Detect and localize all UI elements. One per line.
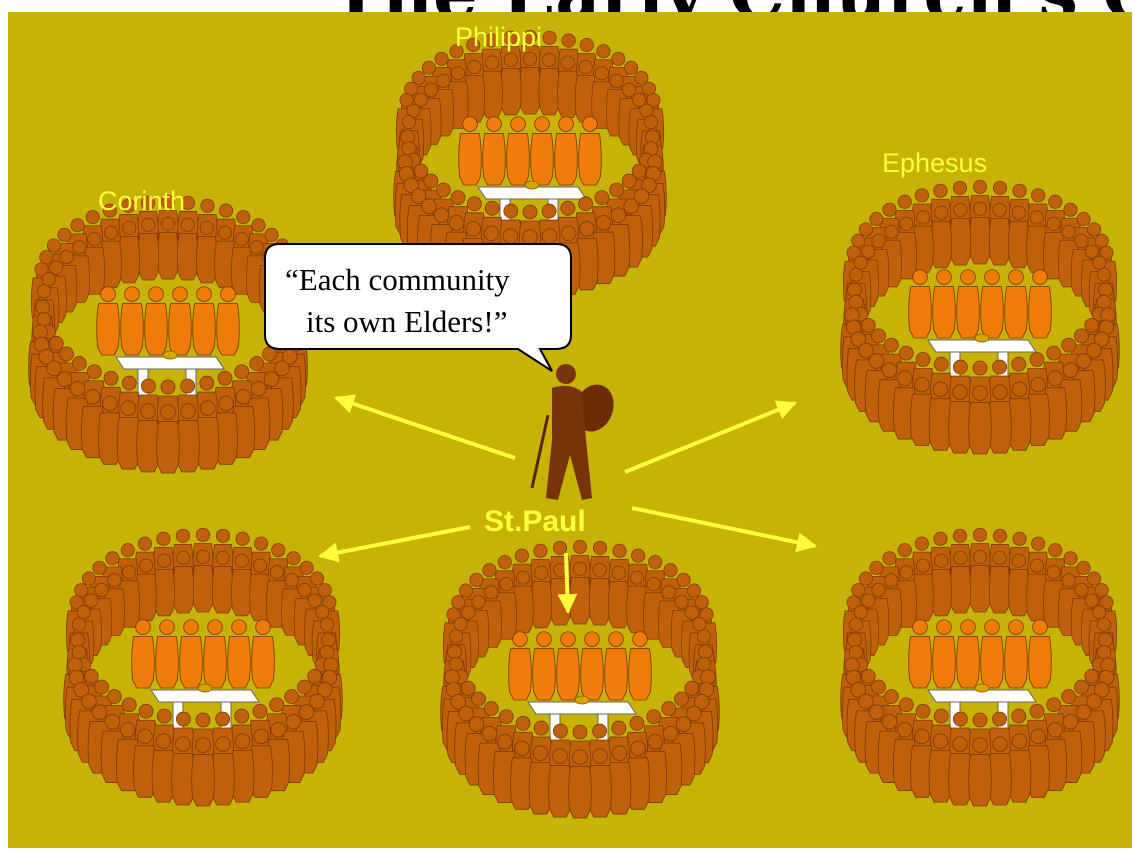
elder-icon	[96, 286, 120, 356]
st-paul-figure	[530, 364, 614, 500]
diagram-area: Philippi Corinth Ephesus St.Paul	[8, 12, 1132, 848]
elder-icon	[482, 116, 506, 186]
mission-arrows	[318, 394, 817, 614]
elder-icon	[216, 286, 240, 356]
elder-icon	[1028, 269, 1052, 339]
elder-icon	[203, 619, 227, 689]
elder-icon	[932, 269, 956, 339]
st-paul-label: St.Paul	[484, 505, 586, 538]
community-diagram: Philippi Corinth Ephesus St.Paul	[28, 22, 1120, 819]
speech-line-1: “Each community	[285, 262, 510, 297]
elder-icon	[120, 286, 144, 356]
elder-icon	[956, 619, 980, 689]
elder-icon	[155, 619, 179, 689]
elder-icon	[556, 631, 580, 701]
community-lower-right	[840, 527, 1120, 807]
elder-icon	[168, 286, 192, 356]
elder-icon	[532, 631, 556, 701]
arrow-to-ephesus	[624, 400, 797, 474]
elder-icon	[604, 631, 628, 701]
community-lower-center	[440, 539, 720, 819]
community-lower-left	[63, 527, 343, 807]
elder-icon	[506, 116, 530, 186]
elder-icon	[980, 269, 1004, 339]
elder-icon	[1004, 619, 1028, 689]
elder-icon	[1028, 619, 1052, 689]
speech-line-2: its own Elders!”	[306, 304, 507, 339]
label-philippi: Philippi	[455, 22, 542, 52]
elder-icon	[131, 619, 155, 689]
arrow-to-lower-center	[557, 552, 578, 614]
arrow-to-lower-right	[631, 506, 817, 553]
elder-icon	[554, 116, 578, 186]
community-corinth	[28, 194, 308, 474]
speech-bubble: “Each community its own Elders!”	[264, 243, 572, 372]
elder-icon	[908, 619, 932, 689]
elder-icon	[227, 619, 251, 689]
elder-icon	[908, 269, 932, 339]
elder-icon	[956, 269, 980, 339]
elder-icon	[144, 286, 168, 356]
slide-title: The Early Church's Organizing	[330, 0, 1134, 12]
arrow-to-lower-left	[318, 525, 471, 563]
label-corinth: Corinth	[98, 186, 185, 216]
elder-icon	[980, 619, 1004, 689]
elder-icon	[580, 631, 604, 701]
arrow-to-corinth	[334, 394, 516, 460]
title-strip: The Early Church's Organizing	[0, 0, 1134, 12]
elder-icon	[932, 619, 956, 689]
elder-icon	[628, 631, 652, 701]
community-philippi	[393, 29, 667, 299]
elder-icon	[508, 631, 532, 701]
elder-icon	[192, 286, 216, 356]
elder-icon	[530, 116, 554, 186]
elder-icon	[179, 619, 203, 689]
elder-icon	[1004, 269, 1028, 339]
label-ephesus: Ephesus	[882, 148, 987, 178]
elder-icon	[251, 619, 275, 689]
community-ephesus	[840, 179, 1120, 455]
